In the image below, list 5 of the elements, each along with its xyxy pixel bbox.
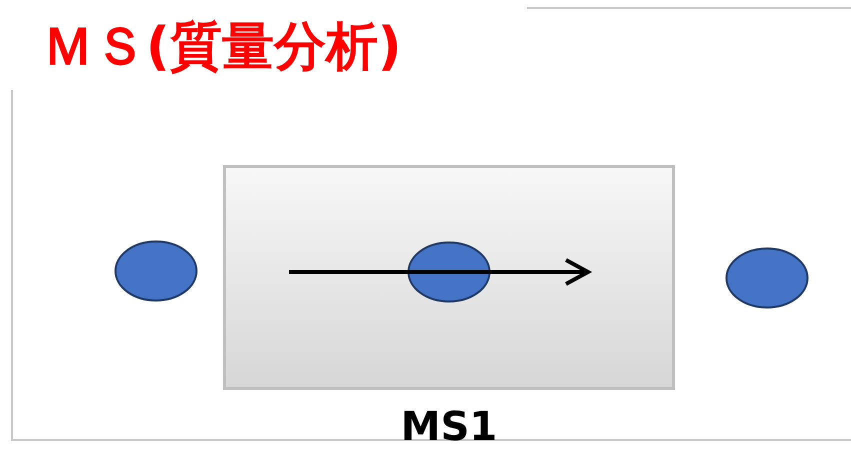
title: ＭＳ(質量分析) <box>42 16 402 79</box>
box-label: MS1 <box>400 405 498 449</box>
ion-ellipse <box>407 241 491 303</box>
ion-ellipse <box>114 240 198 302</box>
ion-ellipse <box>725 247 809 309</box>
